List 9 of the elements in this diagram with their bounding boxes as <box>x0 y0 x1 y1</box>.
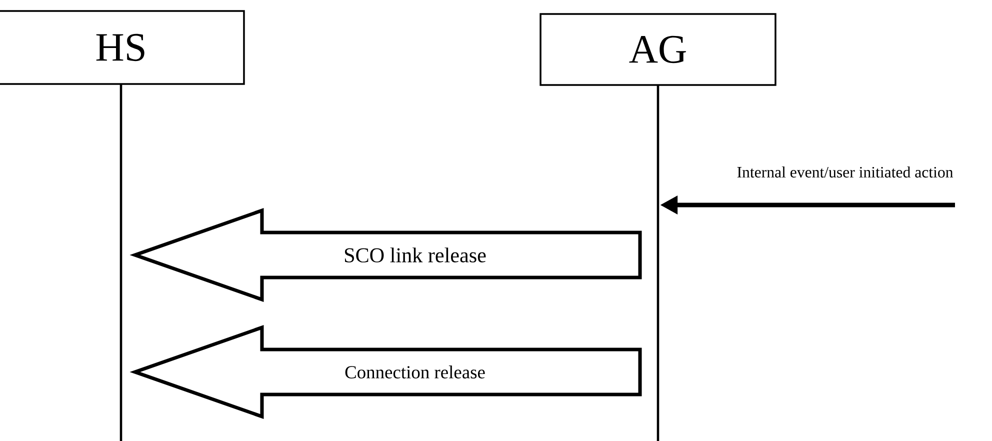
edge-label: Connection release <box>345 366 485 378</box>
block-arrow <box>130 325 642 419</box>
participant-box: AG <box>540 13 776 86</box>
block-arrow <box>130 208 642 302</box>
lifeline <box>656 84 660 441</box>
participant-box: HS <box>0 10 245 85</box>
edge-label: SCO link release <box>344 248 486 262</box>
lifeline <box>120 82 122 441</box>
edge-label: Internal event/user initiated action <box>737 166 954 178</box>
